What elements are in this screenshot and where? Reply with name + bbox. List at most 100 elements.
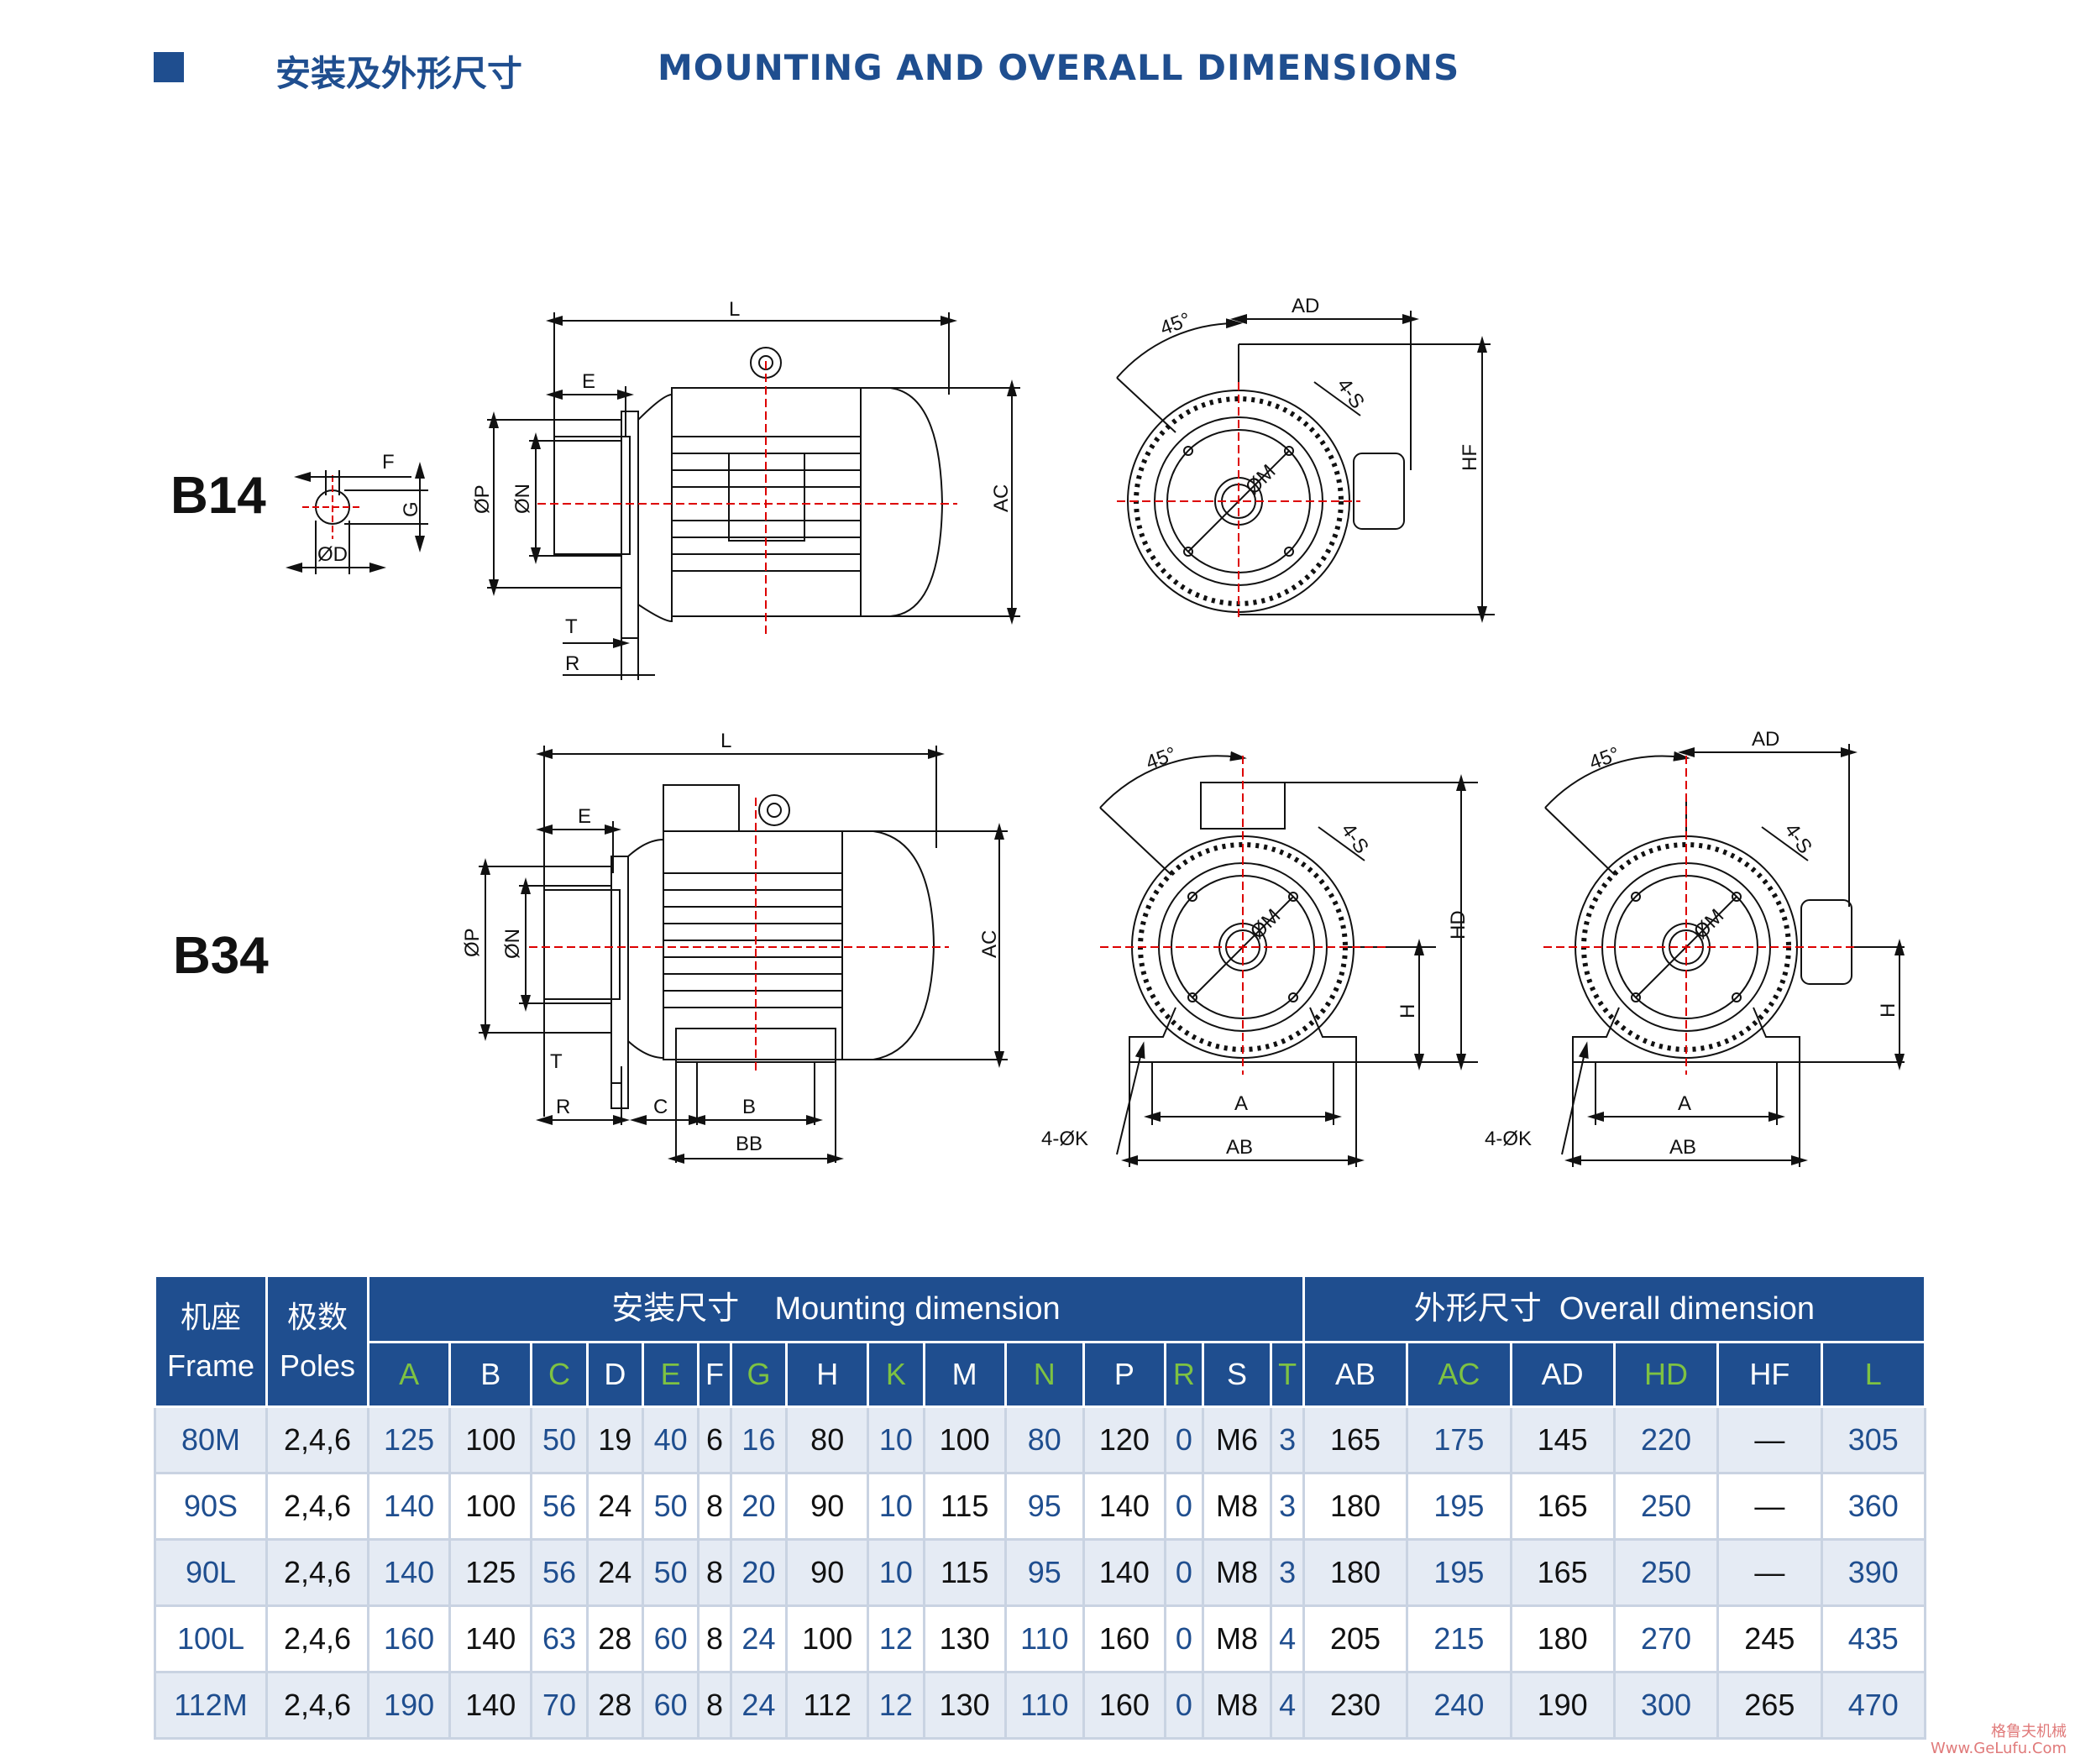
table-cell: 120 [1082,1405,1167,1474]
table-cell: 195 [1406,1538,1512,1607]
poles-cell: 2,4,6 [265,1472,369,1541]
column-header: HF [1716,1341,1823,1408]
overall-header: 外形尺寸 Overall dimension [1302,1275,1927,1343]
mounting-header-cn: 安装尺寸 [611,1291,740,1327]
table-cell: 8 [697,1472,732,1541]
table-cell: 3 [1270,1538,1305,1607]
dim-label: 45° [1143,743,1179,775]
table-cell: 220 [1612,1405,1720,1474]
column-header: M [922,1341,1007,1408]
dim-label: 45° [1586,743,1622,775]
table-cell: 270 [1612,1604,1720,1673]
table-cell: 90 [785,1538,870,1607]
table-cell: 20 [729,1472,789,1541]
watermark-line1: 格鲁夫机械 [1991,1723,2067,1740]
table-cell: 140 [448,1671,533,1740]
table-cell: 12 [867,1604,925,1673]
table-cell: 0 [1164,1538,1204,1607]
table-cell: 100 [448,1405,533,1474]
table-cell: 95 [1003,1538,1085,1607]
watermark-line2: Www.GeLufu.Com [1930,1740,2067,1757]
table-cell: 390 [1820,1538,1926,1607]
column-header: S [1201,1341,1273,1408]
table-cell: M8 [1201,1604,1273,1673]
dim-label: AC [990,484,1013,512]
table-cell: 435 [1820,1604,1926,1673]
dim-label: F [382,451,395,474]
mounting-header: 安装尺寸 Mounting dimension [367,1275,1305,1343]
table-cell: 245 [1716,1604,1823,1673]
table-cell: 145 [1509,1405,1616,1474]
b14-shaft-detail [286,462,428,574]
table-cell: 215 [1406,1604,1512,1673]
table-cell: 24 [585,1538,644,1607]
poles-cell: 2,4,6 [265,1671,369,1740]
title-en: MOUNTING AND OVERALL DIMENSIONS [658,47,1460,88]
table-cell: 8 [697,1538,732,1607]
table-cell: 305 [1820,1405,1926,1474]
table-cell: 24 [585,1472,644,1541]
column-header: B [448,1341,533,1408]
column-header: AC [1406,1341,1512,1408]
dim-label: E [578,805,591,828]
dim-label: L [729,298,740,321]
table-cell: 10 [867,1405,925,1474]
column-header: AD [1509,1341,1616,1408]
table-cell: 80 [1003,1405,1085,1474]
table-cell: 130 [922,1671,1007,1740]
column-header: G [729,1341,789,1408]
frame-cell: 80M [154,1405,268,1474]
table-cell: M8 [1201,1472,1273,1541]
dim-label: 4-S [1779,819,1816,858]
dim-label: AB [1226,1136,1253,1159]
table-cell: 470 [1820,1671,1926,1740]
table-cell: 12 [867,1671,925,1740]
table-cell: 100 [785,1604,870,1673]
table-cell: 24 [729,1604,789,1673]
table-cell: 195 [1406,1472,1512,1541]
dim-label: ØN [501,929,524,959]
table-cell: 110 [1003,1604,1085,1673]
column-header: A [366,1341,452,1408]
table-cell: 175 [1406,1405,1512,1474]
dim-label: A [1678,1092,1691,1115]
dim-label: AD [1292,295,1319,317]
table-cell: 125 [366,1405,452,1474]
dim-label: A [1234,1092,1248,1115]
table-cell: 180 [1302,1472,1409,1541]
table-cell: 50 [641,1538,700,1607]
b34-side-view [479,746,1008,1164]
table-cell: 360 [1820,1472,1926,1541]
table-cell: 28 [585,1671,644,1740]
title-cn: 安装及外形尺寸 [275,53,523,94]
table-cell: 112 [785,1671,870,1740]
dim-label: BB [736,1133,762,1155]
table-cell: 4 [1270,1604,1305,1673]
table-cell: 110 [1003,1671,1085,1740]
b14-side-centerlines [537,361,957,638]
frame-cell: 90L [154,1538,268,1607]
table-cell: 70 [530,1671,589,1740]
table-cell: 165 [1509,1538,1616,1607]
dim-label: H [1877,1003,1899,1018]
poles-cell: 2,4,6 [265,1538,369,1607]
table-cell: 80 [785,1405,870,1474]
table-cell: 250 [1612,1538,1720,1607]
dimension-table: 机座 Frame 极数 Poles 安装尺寸 Mounting dimensio… [154,1275,1927,1740]
b34-end1-centerlines [1100,756,1386,1075]
dim-label: ØN [511,484,534,514]
dim-label: ØP [471,484,494,514]
table-cell: 165 [1302,1405,1409,1474]
table-cell: 0 [1164,1472,1204,1541]
table-header-row: 机座 Frame 极数 Poles 安装尺寸 Mounting dimensio… [154,1275,1927,1408]
frame-cell: 90S [154,1472,268,1541]
dim-label: HD [1447,910,1470,940]
dim-label: AB [1669,1136,1696,1159]
column-header: N [1003,1341,1085,1408]
column-header: F [697,1341,732,1408]
poles-cell: 2,4,6 [265,1405,369,1474]
mounting-header-en: Mounting dimension [774,1291,1061,1327]
table-cell: 190 [366,1671,452,1740]
dim-label: 45° [1157,308,1193,340]
